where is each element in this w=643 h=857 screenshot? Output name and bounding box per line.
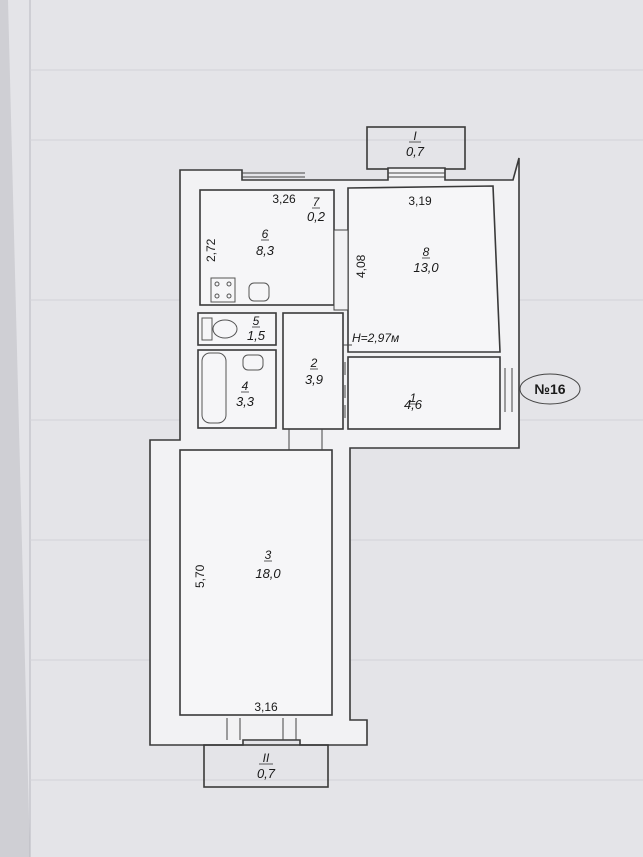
kitchen-sink-icon [248,282,270,302]
room-6-area: 8,3 [256,243,275,258]
room-7-area: 0,2 [307,209,326,224]
balcony-labels: I 0,7 II 0,7 [257,129,425,781]
bathtub-icon [201,352,227,424]
room-8-area: 13,0 [413,260,439,275]
room-outlines [179,185,501,716]
room-7-number: 7 [313,195,321,209]
height-note: H=2,97м [352,331,399,345]
balcony-ii-area: 0,7 [257,766,276,781]
windows [226,172,513,740]
room-1-area: 4,6 [404,397,423,412]
balcony-i-number: I [413,129,417,143]
room-1-number: 1 [410,391,417,405]
dim-room6-width: 3,26 [272,192,296,206]
room-3-area: 18,0 [255,566,281,581]
fixtures [201,277,270,424]
balcony-ii-number: II [263,751,270,765]
room-6-number: 6 [262,227,269,241]
room-3-outline [179,449,333,716]
washbasin-icon [242,354,264,371]
number-underlines [241,141,430,765]
toilet-bowl-icon [212,319,238,339]
dimension-labels: 3,26 3,19 2,72 4,08 5,70 3,16 [193,192,432,714]
room-2-area: 3,9 [305,372,323,387]
dim-room8-depth: 4,08 [354,254,368,278]
dim-room8-width: 3,19 [408,194,432,208]
apartment-tag: №16 [534,381,565,397]
room-5-number: 5 [253,314,260,328]
stove-icon [210,277,236,303]
room-4-outline [197,349,277,429]
room-4-number: 4 [242,379,249,393]
room-8-number: 8 [423,245,430,259]
room-2-number: 2 [310,356,318,370]
room-3-number: 3 [265,548,272,562]
doorways [288,229,349,450]
room-5-area: 1,5 [247,328,266,343]
room-labels: 1 4,6 2 3,9 3 18,0 4 3,3 5 1,5 6 8,3 7 0… [236,195,439,581]
room-6-outline [199,189,335,306]
dim-room6-depth: 2,72 [204,238,218,262]
balcony-i-area: 0,7 [406,144,425,159]
room-1-outline [347,356,501,430]
toilet-tank-icon [201,317,213,341]
dim-room3-depth: 5,70 [193,564,207,588]
room-2-outline [282,312,344,430]
dim-room3-width: 3,16 [254,700,278,714]
room-4-area: 3,3 [236,394,255,409]
balcony-ii [203,744,329,788]
partition-block [333,229,349,311]
